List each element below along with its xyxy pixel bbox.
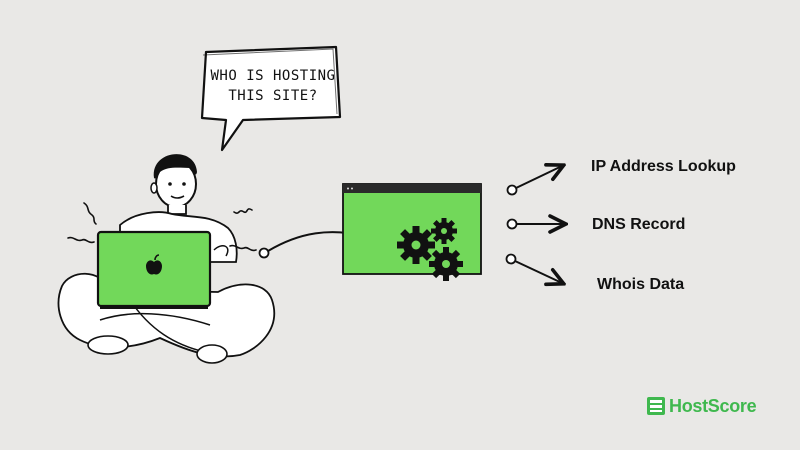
motion-lines — [67, 202, 257, 252]
speech-line-1: Who is hosting — [210, 68, 336, 84]
label-whois-data: Whois Data — [597, 276, 685, 293]
label-ip-address-lookup: IP Address Lookup — [591, 158, 736, 175]
hostscore-logo: HostScore — [646, 394, 757, 418]
laptop-icon — [96, 230, 212, 309]
browser-window-icon — [342, 183, 482, 275]
apple-logo-icon — [146, 254, 162, 275]
brand-name: HostScore — [669, 395, 757, 416]
speech-bubble-text: Who is hosting this site? — [208, 66, 338, 106]
speech-bubble — [200, 45, 342, 152]
output-arrows — [505, 166, 565, 283]
gears-icon — [397, 218, 463, 281]
label-dns-record: DNS Record — [592, 216, 686, 233]
speech-line-2: this site? — [228, 88, 318, 104]
server-logo-icon — [647, 397, 665, 415]
